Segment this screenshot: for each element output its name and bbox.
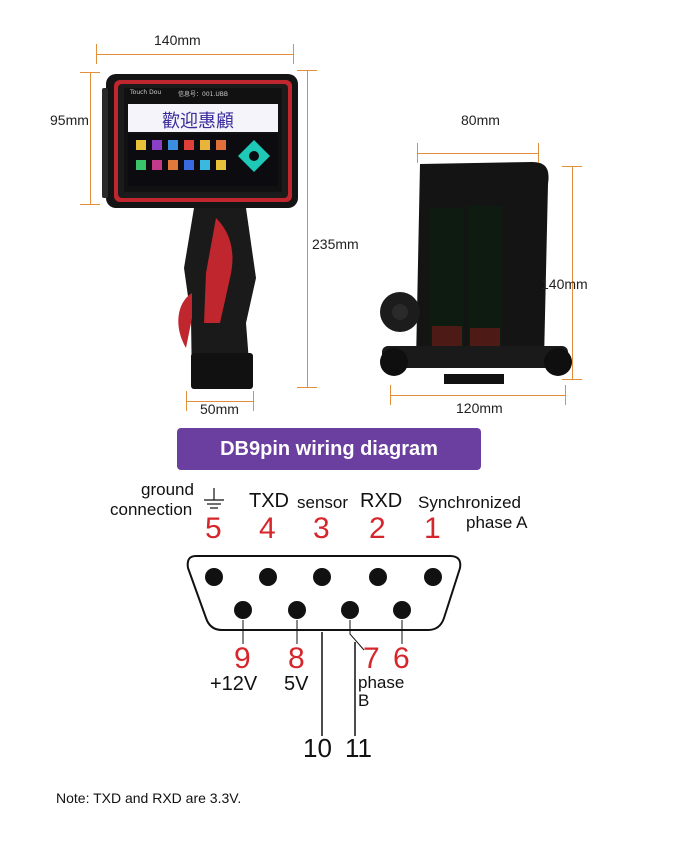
wire-11-label: 11 [345, 733, 372, 763]
printer-front-illustration [102, 74, 298, 389]
side-depth-line [417, 153, 539, 154]
pin-5-number: 5 [205, 512, 222, 545]
side-width-tick-left [390, 385, 391, 405]
pin-9-label: +12V [210, 673, 258, 695]
screen-header: 信息号：001.UBB [178, 91, 228, 98]
side-height-tick-bottom [562, 379, 582, 380]
pin-8-dot [288, 601, 306, 619]
pin-3-label: sensor [297, 493, 349, 512]
front-width-tick-right [293, 44, 294, 64]
side-height-line [572, 166, 573, 380]
pin-7-dot [341, 601, 359, 619]
screen-brand: Touch Dou [130, 89, 162, 96]
pin-7-label-line1: phase [358, 673, 405, 692]
pin-2-number: 2 [369, 512, 386, 545]
pin-1-label-line2: phase A [466, 513, 528, 532]
pin-4-label: TXD [249, 490, 289, 512]
total-height-tick-top [297, 70, 317, 71]
side-depth-label: 80mm [461, 112, 500, 128]
pin-4-dot [259, 568, 277, 586]
pin-9-dot [234, 601, 252, 619]
pin-1-dot [424, 568, 442, 586]
wiring-diagram-title: DB9pin wiring diagram [177, 428, 481, 470]
pin-5-label-line1: ground [141, 480, 194, 499]
front-height-tick-top [80, 72, 100, 73]
total-height-tick-bottom [297, 387, 317, 388]
side-height-label: 140mm [541, 276, 588, 292]
total-height-line [307, 70, 308, 388]
handle-width-tick-left [186, 391, 187, 411]
front-height-label: 95mm [50, 112, 89, 128]
pin-3-dot [313, 568, 331, 586]
pin-3-number: 3 [313, 512, 330, 545]
pin-5-dot [205, 568, 223, 586]
pin-6-number: 6 [393, 642, 410, 675]
pin-2-label: RXD [360, 490, 403, 512]
front-height-line [90, 72, 91, 205]
side-depth-tick-left [417, 143, 418, 163]
pin-5-label-line2: connection [110, 500, 193, 519]
pin-6-dot [393, 601, 411, 619]
handle-width-tick-right [253, 391, 254, 411]
pin-1-number: 1 [424, 512, 441, 545]
pin-1-label-line1: Synchronized [418, 493, 522, 512]
side-width-tick-right [565, 385, 566, 405]
side-depth-tick-right [538, 143, 539, 163]
pin-7-number: 7 [363, 642, 380, 675]
side-view-device [372, 150, 577, 390]
side-width-line [390, 395, 566, 396]
pin-8-number: 8 [288, 642, 305, 675]
pin-4-number: 4 [259, 512, 276, 545]
voltage-note: Note: TXD and RXD are 3.3V. [56, 790, 242, 806]
pin-8-label: 5V [284, 673, 309, 695]
front-width-label: 140mm [154, 32, 201, 48]
total-height-label: 235mm [312, 236, 359, 252]
screen-welcome-text: 歡迎惠顧 [162, 111, 234, 132]
front-view-device [96, 68, 306, 398]
front-width-line [96, 54, 294, 55]
front-height-tick-bottom [80, 204, 100, 205]
pin-9-number: 9 [234, 642, 251, 675]
wire-10-label: 10 [303, 733, 332, 763]
db9-shell [186, 555, 462, 631]
handle-width-line [186, 401, 254, 402]
pin-2-dot [369, 568, 387, 586]
side-width-label: 120mm [456, 400, 503, 416]
ground-symbol-icon [204, 488, 224, 509]
handle-width-label: 50mm [200, 401, 239, 417]
printer-side-illustration [380, 162, 572, 384]
front-width-tick-left [96, 44, 97, 64]
side-height-tick-top [562, 166, 582, 167]
pin-7-label-line2: B [358, 691, 370, 710]
